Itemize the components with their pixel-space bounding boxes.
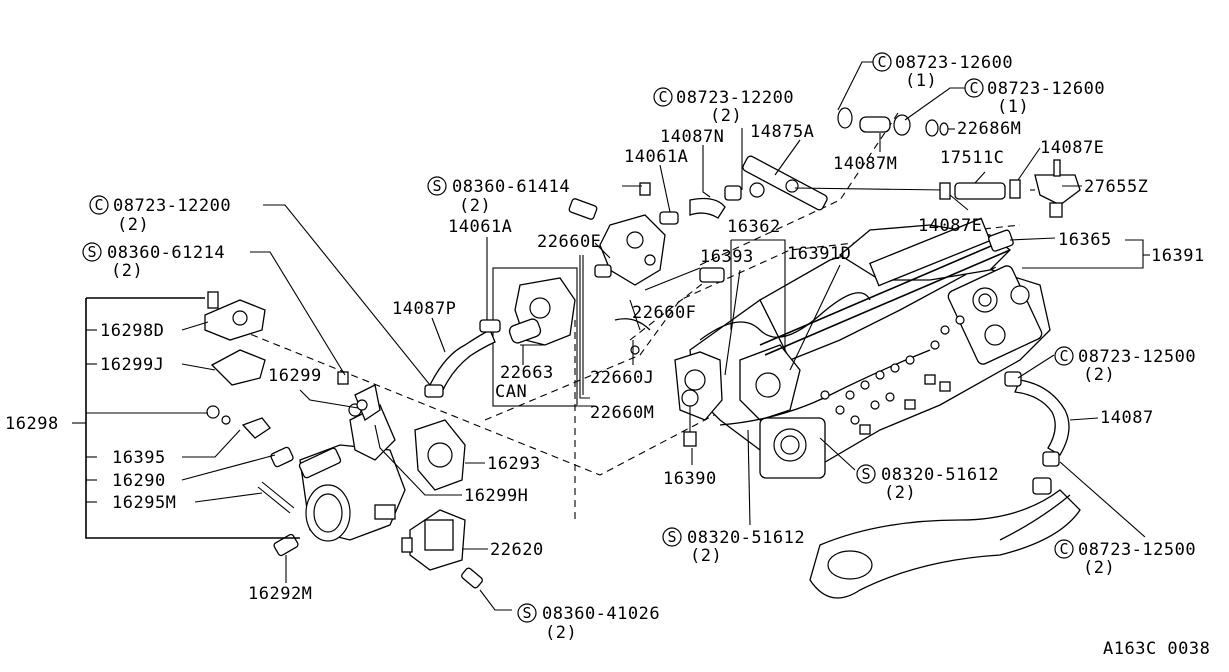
label-22686M: 22686M [957,119,1021,139]
label-14875A: 14875A [750,122,814,142]
label-16295M: 16295M [112,493,176,513]
hose-14087P-drawing [424,319,501,398]
label-27655Z: 27655Z [1084,177,1148,197]
label-22660F: 22660F [632,303,696,323]
screw-mark: S [432,177,441,195]
clamp-mark: C [969,79,978,97]
thermo-housing-drawing [568,182,742,355]
label-16299H: 16299H [464,486,528,506]
label-16293: 16293 [487,454,541,474]
label-14087E-top: 14087E [1040,138,1104,158]
clamp-mark: C [94,196,103,214]
label-14061A-left: 14061A [448,217,512,237]
gasket-16299-drawing [354,384,381,421]
label-can: CAN [495,382,527,402]
clamp-mark: C [658,88,667,106]
label-c-08723-12600-mid: C 08723-12600 (1) [964,78,1105,117]
label-c-08723-12200-top: C 08723-12200 (2) [653,87,794,126]
label-s-08320-51612-bottom: S 08320-51612 (2) [662,527,805,566]
label-s-08320-51612-right: S 08320-51612 (2) [856,464,999,503]
svg-text:08723-12600: 08723-12600 [895,53,1013,73]
svg-text:08723-12500: 08723-12500 [1078,347,1196,367]
svg-text:08320-51612: 08320-51612 [881,465,999,485]
label-14087M: 14087M [833,154,897,174]
label-c-08723-12500-top: C 08723-12500 (2) [1054,346,1196,385]
svg-text:(2): (2) [1083,365,1115,385]
label-16362: 16362 [727,217,781,237]
label-16299J: 16299J [100,355,164,375]
idle-valve-drawing [204,291,271,439]
label-16391: 16391 [1151,246,1205,266]
svg-text:08723-12600: 08723-12600 [987,79,1105,99]
large-hose-drawing [809,477,1081,599]
label-s-08360-41026: S 08360-41026 (2) [517,603,660,643]
label-16298: 16298 [5,414,59,434]
label-22660M: 22660M [590,403,654,423]
manifold-bolts [820,315,965,435]
svg-text:(2): (2) [710,106,742,126]
svg-text:08723-12500: 08723-12500 [1078,540,1196,560]
svg-text:08723-12200: 08723-12200 [113,196,231,216]
svg-text:08360-41026: 08360-41026 [542,604,660,624]
label-s-08360-61214: S 08360-61214 (2) [82,242,225,281]
water-pipe-14875A-drawing [742,155,946,211]
hose-14087-drawing [1004,371,1070,467]
label-16299: 16299 [268,366,322,386]
label-16290: 16290 [112,471,166,491]
label-22660J: 22660J [590,368,654,388]
svg-text:(2): (2) [459,196,491,216]
label-17511C: 17511C [940,148,1004,168]
clamp-mark: C [1059,540,1068,558]
svg-text:08360-61214: 08360-61214 [107,243,225,263]
label-22660E: 22660E [537,232,601,252]
svg-text:(2): (2) [545,623,577,643]
svg-text:(2): (2) [690,546,722,566]
screw-mark: S [667,528,676,546]
screw-mark: S [861,465,870,483]
leader-lines [72,61,1150,611]
sensor-22620-drawing [401,509,483,589]
clamp-mark: C [877,53,886,71]
label-14061A-top: 14061A [624,147,688,167]
clamp-mark: C [1059,347,1068,365]
label-14087N: 14087N [660,127,724,147]
diagram-id: A163C 0038 [1103,639,1210,659]
screw-mark: S [87,243,96,261]
svg-text:(2): (2) [111,261,143,281]
label-c-08723-12200-left: C 08723-12200 (2) [89,195,231,235]
svg-text:08320-51612: 08320-51612 [687,528,805,548]
part-16390-drawing [681,389,699,447]
label-c-08723-12500-bottom: C 08723-12500 (2) [1054,539,1196,578]
screw-mark: S [522,604,531,622]
label-22663: 22663 [500,363,554,383]
label-16390: 16390 [663,469,717,489]
label-16395: 16395 [112,448,166,468]
part-labels: C 08723-12600 (1) C 08723-12600 (1) C 08… [5,52,1210,659]
intake-manifold-drawing [674,217,1051,479]
label-16298D: 16298D [100,321,164,341]
label-s-08360-61414: S 08360-61414 (2) [427,176,570,216]
svg-text:08723-12200: 08723-12200 [676,88,794,108]
label-22620: 22620 [490,540,544,560]
label-16292M: 16292M [248,584,312,604]
svg-text:(2): (2) [884,483,916,503]
svg-text:(2): (2) [1083,558,1115,578]
label-14087E-bot: 14087E [918,216,982,236]
label-14087-right: 14087 [1100,408,1154,428]
svg-text:08360-61414: 08360-61414 [452,177,570,197]
label-14087P: 14087P [392,299,456,319]
label-16391D: 16391D [787,244,851,264]
throttle-body-drawing [257,371,406,557]
label-16393: 16393 [700,247,754,267]
svg-text:(2): (2) [117,215,149,235]
label-16365: 16365 [1058,230,1112,250]
gasket-16293-drawing [414,419,466,491]
svg-text:(1): (1) [905,71,937,91]
can-box-drawing [492,267,578,407]
label-c-08723-12600-top: C 08723-12600 (1) [872,52,1013,91]
svg-text:(1): (1) [997,97,1029,117]
